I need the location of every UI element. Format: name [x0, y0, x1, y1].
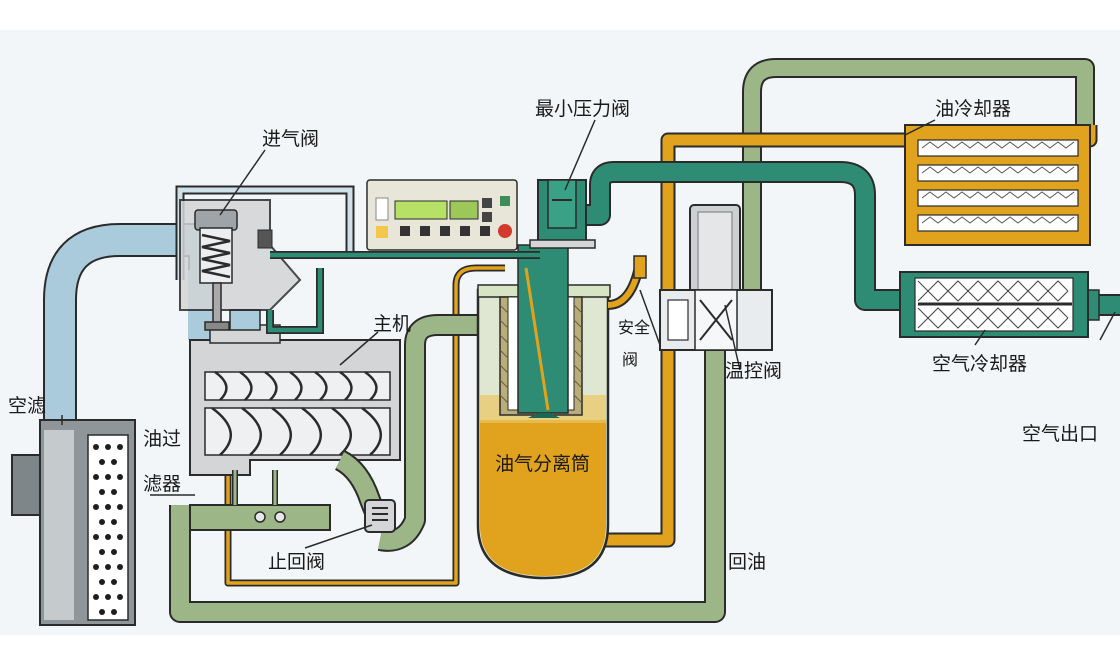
label-safety-valve-1: 安全: [618, 318, 650, 337]
oil-cooler: [904, 124, 1091, 246]
cooler-loop: [744, 60, 1093, 300]
label-air-outlet: 空气出口: [1022, 423, 1098, 445]
label-oil-filter-1: 油过: [143, 428, 181, 450]
label-oil-filter-2: 滤器: [143, 473, 181, 495]
oil-return-pipe: [171, 325, 724, 621]
air-filter: [11, 419, 136, 626]
safety-valve: [607, 255, 647, 310]
label-check-valve: 止回阀: [268, 551, 325, 573]
leader-lines: [61, 119, 1116, 549]
label-oil-cooler: 油冷却器: [935, 98, 1011, 120]
air-cooler: [899, 271, 1089, 338]
discharge-air-line: [565, 163, 905, 309]
scavenge-line: [226, 266, 505, 585]
thermostatic-valve: [659, 204, 773, 351]
label-air-cooler: 空气冷却器: [932, 353, 1027, 375]
label-intake-valve: 进气阀: [262, 128, 319, 150]
intake-pipe: [45, 225, 220, 430]
label-oil-return: 回油: [728, 551, 766, 573]
label-thermostatic-valve: 温控阀: [725, 360, 782, 382]
separator-tank: [377, 244, 611, 580]
min-pressure-valve: [529, 179, 596, 249]
label-air-filter: 空滤: [8, 395, 46, 417]
intake-valve: [179, 199, 540, 334]
label-main-unit: 主机: [373, 313, 411, 335]
label-min-pressure-valve: 最小压力阀: [535, 98, 630, 120]
controller-panel: [366, 179, 518, 251]
check-valve: [364, 499, 396, 533]
label-separator-tank: 油气分离筒: [495, 453, 590, 475]
label-safety-valve-2: 阀: [622, 350, 638, 369]
